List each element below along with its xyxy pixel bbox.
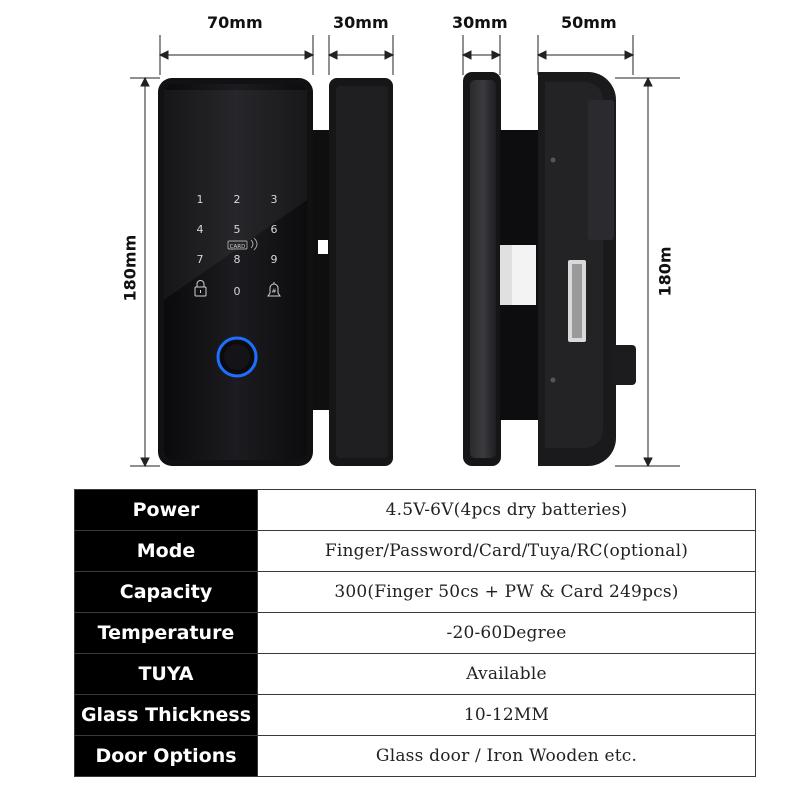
keypad: 1 2 3 4 5 6 7 8 9 0 CARD xyxy=(197,193,278,298)
dimension-label: 180mm xyxy=(120,234,140,302)
table-row: TUYA Available xyxy=(74,653,756,695)
keypad-digit: 8 xyxy=(234,253,241,266)
dimension-label: 30mm xyxy=(333,13,389,32)
dimension-front-width xyxy=(158,35,315,75)
spec-value: -20-60Degree xyxy=(257,612,756,654)
table-row: Door Options Glass door / Iron Wooden et… xyxy=(74,735,756,777)
spec-table: Power 4.5V-6V(4pcs dry batteries) Mode F… xyxy=(74,489,756,777)
lock-illustration: 1 2 3 4 5 6 7 8 9 0 CARD # xyxy=(130,35,680,468)
spec-value: 4.5V-6V(4pcs dry batteries) xyxy=(257,489,756,531)
front-panel xyxy=(158,78,313,466)
spec-label: Mode xyxy=(74,530,258,572)
spec-value: Available xyxy=(257,653,756,695)
card-label: CARD xyxy=(230,244,246,250)
table-row: Capacity 300(Finger 50cs + PW & Card 249… xyxy=(74,571,756,613)
dimension-side-width xyxy=(536,35,635,75)
spec-value: Finger/Password/Card/Tuya/RC(optional) xyxy=(257,530,756,572)
table-row: Glass Thickness 10-12MM xyxy=(74,694,756,736)
dimension-side-height xyxy=(615,76,680,468)
spec-label: TUYA xyxy=(74,653,258,695)
dimension-label: 30mm xyxy=(452,13,508,32)
keypad-digit: 6 xyxy=(271,223,278,236)
spec-value: 300(Finger 50cs + PW & Card 249pcs) xyxy=(257,571,756,613)
spec-label: Glass Thickness xyxy=(74,694,258,736)
dimension-label: 70mm xyxy=(207,13,263,32)
keypad-digit: 0 xyxy=(234,285,241,298)
spec-label: Temperature xyxy=(74,612,258,654)
keypad-digit: 2 xyxy=(234,193,241,206)
spec-value: 10-12MM xyxy=(257,694,756,736)
dimension-label: 50mm xyxy=(561,13,617,32)
spec-value: Glass door / Iron Wooden etc. xyxy=(257,735,756,777)
dimension-label: 180m xyxy=(655,246,675,297)
keypad-digit: 9 xyxy=(271,253,278,266)
keypad-digit: 4 xyxy=(197,223,204,236)
keypad-digit: 7 xyxy=(197,253,204,266)
front-side-block xyxy=(313,78,393,466)
spec-label: Door Options xyxy=(74,735,258,777)
dimension-front-height xyxy=(130,76,160,468)
keypad-digit: 3 xyxy=(271,193,278,206)
table-row: Mode Finger/Password/Card/Tuya/RC(option… xyxy=(74,530,756,572)
bell-icon: # xyxy=(267,282,281,297)
table-row: Power 4.5V-6V(4pcs dry batteries) xyxy=(74,489,756,531)
fingerprint-sensor xyxy=(216,336,258,378)
spec-label: Power xyxy=(74,489,258,531)
lock-icon xyxy=(194,280,207,297)
side-view xyxy=(463,72,636,466)
dimension-side-depth xyxy=(461,35,502,75)
spec-label: Capacity xyxy=(74,571,258,613)
table-row: Temperature -20-60Degree xyxy=(74,612,756,654)
svg-text:#: # xyxy=(271,288,276,295)
keypad-digit: 5 xyxy=(234,223,241,236)
keypad-digit: 1 xyxy=(197,193,204,206)
dimension-front-depth xyxy=(327,35,395,75)
